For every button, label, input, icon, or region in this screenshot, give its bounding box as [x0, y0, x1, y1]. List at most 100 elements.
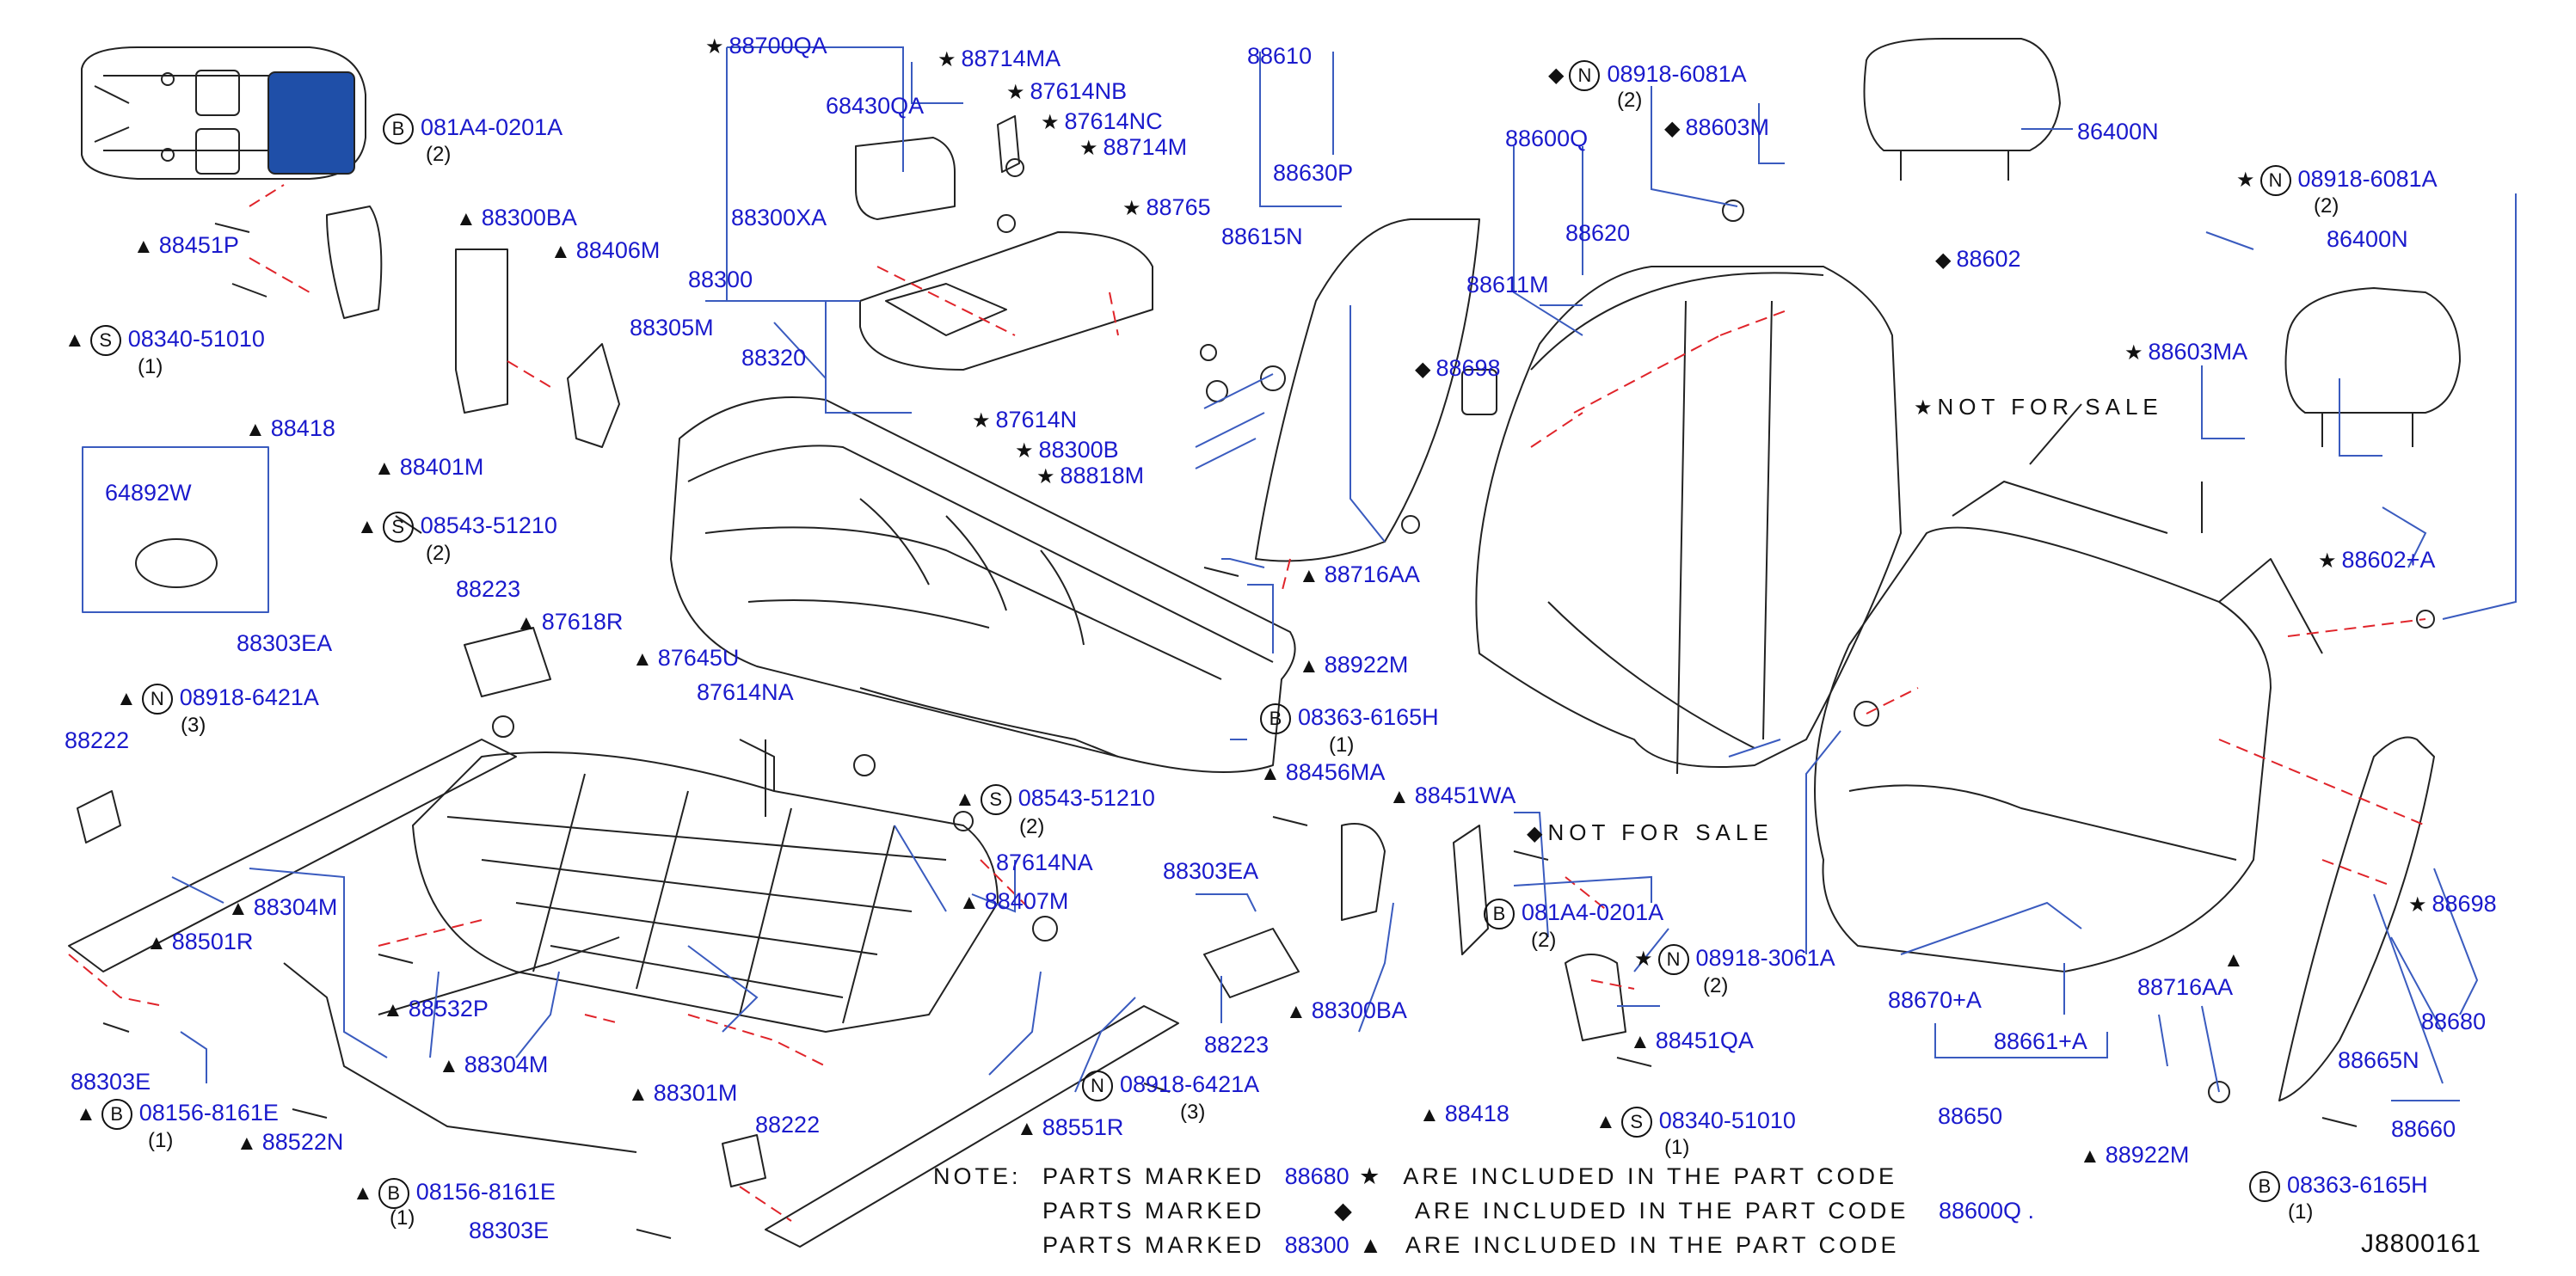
hinge-88451WA — [1453, 825, 1489, 955]
vehicle-location-icon — [81, 46, 366, 180]
callout-88603M: ◆88603M — [1664, 114, 1770, 140]
qty-08156-8161E-a: (1) — [148, 1129, 174, 1152]
diagram-reference: J8800161 — [2361, 1230, 2481, 1258]
callout-87618R: ▲87618R — [516, 609, 624, 635]
callout-88600Q: 88600Q — [1505, 126, 1589, 151]
callout-88305M: 88305M — [630, 315, 714, 340]
rail-88501R — [68, 739, 517, 972]
cover-88406M — [567, 343, 620, 448]
cover-88451QA — [1565, 954, 1626, 1041]
note-line-3: PARTS MARKED 88300 ▲ ARE INCLUDED IN THE… — [1042, 1232, 1900, 1258]
callout-88451QA: ▲88451QA — [1630, 1028, 1754, 1053]
callout-88818M: ★88818M — [1036, 463, 1145, 488]
seat-cushion — [670, 396, 1296, 773]
callout-88303EA-left: 88303EA — [237, 630, 333, 656]
callout-88303E-left: 88303E — [71, 1069, 151, 1095]
callout-88660: 88660 — [2391, 1116, 2456, 1142]
callout-88551R: ▲88551R — [1017, 1114, 1124, 1140]
qty-081A4-0201A-mid: (2) — [1531, 929, 1557, 952]
callout-88456MA: ▲88456MA — [1260, 759, 1386, 785]
callout-88401M: ▲88401M — [374, 454, 484, 480]
callout-88698-right: ★88698 — [2408, 891, 2497, 917]
callout-88615N: 88615N — [1221, 224, 1303, 249]
callout-87645U: ▲87645U — [632, 645, 740, 671]
qty-08918-6421A-mid: (3) — [1180, 1101, 1206, 1124]
qty-08918-6421A-left: (3) — [181, 714, 206, 737]
center-back-panel — [1255, 218, 1480, 562]
callout-88698-mid: ◆88698 — [1415, 355, 1501, 381]
note-line-2: PARTS MARKED ◆ ARE INCLUDED IN THE PART … — [1042, 1198, 2035, 1224]
callout-87614NA-mid: 87614NA — [996, 850, 1093, 875]
callout-88223-left: 88223 — [456, 576, 521, 602]
callout-88610: 88610 — [1247, 43, 1313, 69]
callout-88532P: ▲88532P — [383, 996, 489, 1021]
note-heading: NOTE: — [933, 1163, 1022, 1189]
qty-08543-51210-mid: (2) — [1019, 815, 1045, 838]
callout-88304M-b: ▲88304M — [439, 1052, 549, 1077]
callout-88611M: 88611M — [1466, 272, 1549, 298]
callout-88716AA-right-mark: ▲ — [2223, 948, 2244, 972]
callout-88670A: 88670+A — [1888, 987, 1982, 1013]
bracket-88223-mid — [1203, 928, 1300, 998]
callout-88301M: ▲88301M — [628, 1080, 738, 1106]
bracket-88222-left — [77, 790, 121, 844]
not-for-sale-star: ★NOT FOR SALE — [1914, 394, 2163, 420]
callout-64892W: 64892W — [105, 480, 192, 506]
side-bolster-88680 — [2278, 736, 2435, 1101]
callout-88451P: ▲88451P — [133, 232, 239, 258]
callout-88922M-mid: ▲88922M — [1299, 652, 1409, 678]
callout-68430QA: 68430QA — [826, 93, 925, 119]
callout-88300B: ★88300B — [1015, 437, 1119, 463]
callout-88303E-bottom: 88303E — [469, 1218, 550, 1243]
not-for-sale-diamond: ◆NOT FOR SALE — [1527, 819, 1774, 845]
callout-88922M-right: ▲88922M — [2080, 1142, 2190, 1168]
callout-87614NB: ★87614NB — [1006, 78, 1128, 104]
callout-88620: 88620 — [1565, 220, 1631, 246]
callout-87614NA-top: 87614NA — [697, 679, 794, 705]
callout-88650: 88650 — [1938, 1103, 2003, 1129]
qty-08543-51210-top: (2) — [426, 542, 452, 565]
seat-back-left — [1461, 266, 1902, 775]
headrest-right — [2284, 287, 2461, 414]
seat-back-right — [1814, 403, 2323, 972]
callout-88407M: ▲88407M — [959, 888, 1069, 914]
callout-88661A: 88661+A — [1994, 1028, 2087, 1054]
callout-88765: ★88765 — [1122, 194, 1211, 220]
callout-88418-mid: ▲88418 — [1419, 1101, 1509, 1126]
callout-88300: 88300 — [688, 267, 753, 292]
callout-88303EA-mid: 88303EA — [1163, 858, 1259, 884]
callout-88300XA: 88300XA — [731, 205, 827, 230]
qty-081A4-0201A-top: (2) — [426, 143, 452, 166]
callout-87614N: ★87614N — [972, 407, 1078, 432]
callout-88300BA-top: ▲88300BA — [456, 205, 577, 230]
seat-cushion-frame — [412, 739, 999, 1033]
callout-86400N-right: 86400N — [2327, 226, 2408, 252]
callout-88304M-a: ▲88304M — [228, 894, 338, 920]
qty-08918-6081A-top: (2) — [1617, 89, 1643, 112]
qty-08340-51010-mid: (1) — [1664, 1136, 1690, 1159]
qty-08363-6165H-mid: (1) — [1329, 733, 1355, 757]
callout-88300BA-mid: ▲88300BA — [1286, 997, 1407, 1023]
callout-88700QA: ★88700QA — [705, 33, 827, 58]
callout-88714MA: ★88714MA — [938, 46, 1061, 71]
qty-08363-6165H-right: (1) — [2288, 1200, 2314, 1224]
bracket-88223-left — [464, 627, 551, 697]
callout-88603MA: ★88603MA — [2124, 339, 2248, 365]
callout-88665N: 88665N — [2338, 1047, 2419, 1073]
callout-88630P: 88630P — [1273, 160, 1354, 186]
callout-88451WA: ▲88451WA — [1389, 782, 1516, 808]
callout-88222-bottom: 88222 — [755, 1112, 821, 1138]
callout-88522N: ▲88522N — [237, 1129, 344, 1155]
callout-88714M: ★88714M — [1079, 134, 1188, 160]
